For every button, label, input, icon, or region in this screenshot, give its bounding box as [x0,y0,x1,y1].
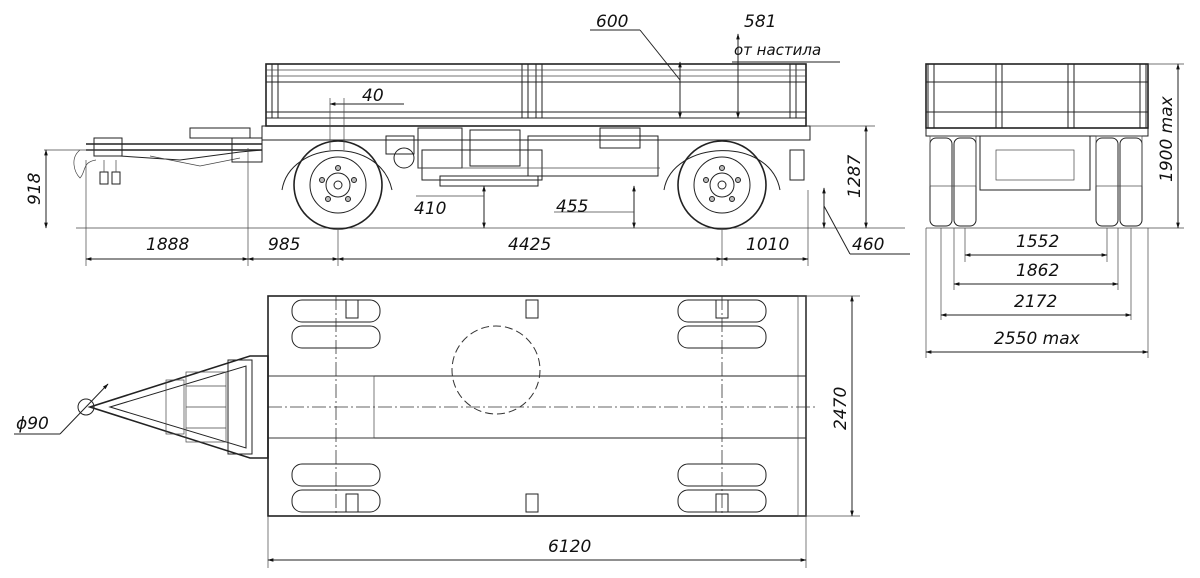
rear-light [789,149,805,181]
dim-2172: 2172 [1014,292,1057,312]
dim-600: 600 [596,12,628,32]
front-wheel [281,140,415,230]
dim-2550-max: 2550 max [994,329,1081,349]
front-body [925,63,1149,129]
top-deck [267,295,807,517]
dim-455: 455 [556,197,588,217]
dim-phi-90: ϕ90 [16,414,49,434]
tool-box [469,129,521,167]
dim-918: 918 [25,172,45,205]
dim-985: 985 [268,235,300,255]
rear-wheel [663,140,781,230]
dim-1010: 1010 [746,235,789,255]
dim-1862: 1862 [1016,261,1059,281]
drawbar [73,127,263,185]
side-view: 40 600 581 от настила 918 1287 410 455 4… [25,12,910,266]
dim-581: 581 [744,12,776,32]
front-view: 1900 max 1552 1862 2172 2550 max [925,63,1184,358]
dim-6120: 6120 [548,537,591,557]
towing-eye [77,398,95,416]
dim-410: 410 [414,199,446,219]
dim-1888: 1888 [146,235,189,255]
dim-4425: 4425 [508,235,551,255]
top-drawbar [77,355,269,459]
dim-from-deck: от настила [734,41,821,59]
dim-1552: 1552 [1016,232,1059,252]
dim-1287: 1287 [845,155,865,198]
dim-2470: 2470 [831,387,851,430]
top-wheels [291,299,767,513]
top-view: ϕ90 2470 6120 [14,295,860,568]
dim-40: 40 [362,86,384,106]
chassis-frame [261,125,811,141]
dim-1900-max: 1900 max [1157,95,1177,182]
turntable-circle [451,325,541,415]
dim-460: 460 [852,235,884,255]
